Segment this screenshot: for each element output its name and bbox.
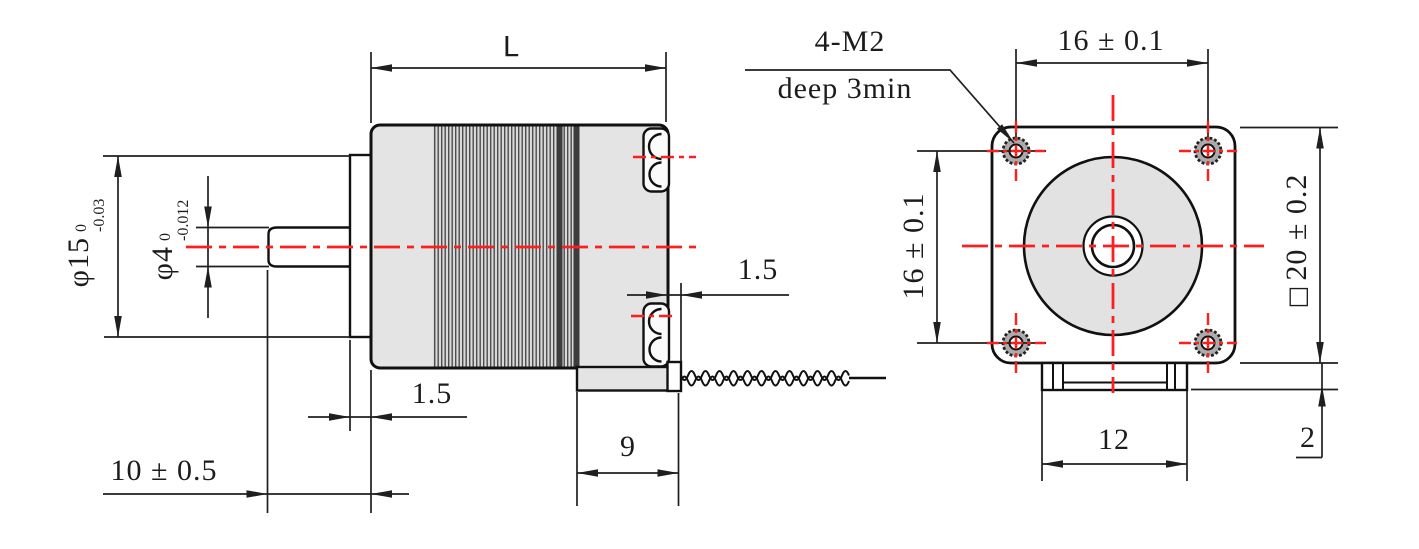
dim-label-boss-length: 1.5 bbox=[411, 377, 453, 410]
tolerance-upper: 0 bbox=[157, 233, 175, 241]
tolerance-lower: -0.03 bbox=[91, 198, 109, 232]
callout-thread-spec: 4-M2 bbox=[814, 25, 886, 58]
dim-label-tab-height: 2 bbox=[1300, 421, 1316, 454]
dim-label-rear-housing: 9 bbox=[620, 430, 636, 463]
dim-label-square-size: □ 20 ± 0.2 bbox=[1280, 173, 1313, 309]
dim-label-pilot-diameter: φ15 0-0.03 bbox=[62, 199, 110, 288]
screw-cutout-top bbox=[642, 127, 671, 193]
dim-label-hole-spacing-h: 16 ± 0.1 bbox=[1057, 24, 1165, 57]
lead-wire bbox=[680, 370, 886, 387]
centerlines bbox=[186, 95, 1264, 393]
lamination-joint-band bbox=[556, 126, 563, 367]
dim-label-hole-spacing-v: 16 ± 0.1 bbox=[897, 192, 930, 300]
dimension-arrowheads bbox=[114, 59, 1326, 498]
tolerance-upper: 0 bbox=[73, 224, 91, 232]
dim-label-shaft-length: 10 ± 0.5 bbox=[110, 454, 218, 487]
rear-housing-block bbox=[575, 365, 670, 392]
dim-label-shaft-diameter: φ4 0-0.012 bbox=[146, 200, 194, 281]
screw-cutout-bottom bbox=[642, 302, 671, 368]
connector-tab bbox=[1040, 361, 1189, 392]
tolerance-stack: 0-0.03 bbox=[73, 199, 110, 232]
dim-label-rear-cap: 1.5 bbox=[737, 253, 779, 286]
tolerance-stack: 0-0.012 bbox=[157, 200, 194, 241]
callout-thread-depth: deep 3min bbox=[777, 72, 913, 105]
diameter-value: φ4 bbox=[146, 246, 180, 281]
square-size-value: 20 ± 0.2 bbox=[1280, 173, 1313, 281]
square-symbol: □ bbox=[1283, 284, 1311, 309]
side-view bbox=[267, 123, 886, 393]
wire-connector bbox=[666, 360, 683, 393]
diameter-value: φ15 bbox=[62, 237, 96, 288]
tolerance-lower: -0.012 bbox=[175, 199, 193, 241]
dim-label-motor-length: L bbox=[502, 30, 520, 63]
dim-label-tab-width: 12 bbox=[1098, 423, 1130, 456]
